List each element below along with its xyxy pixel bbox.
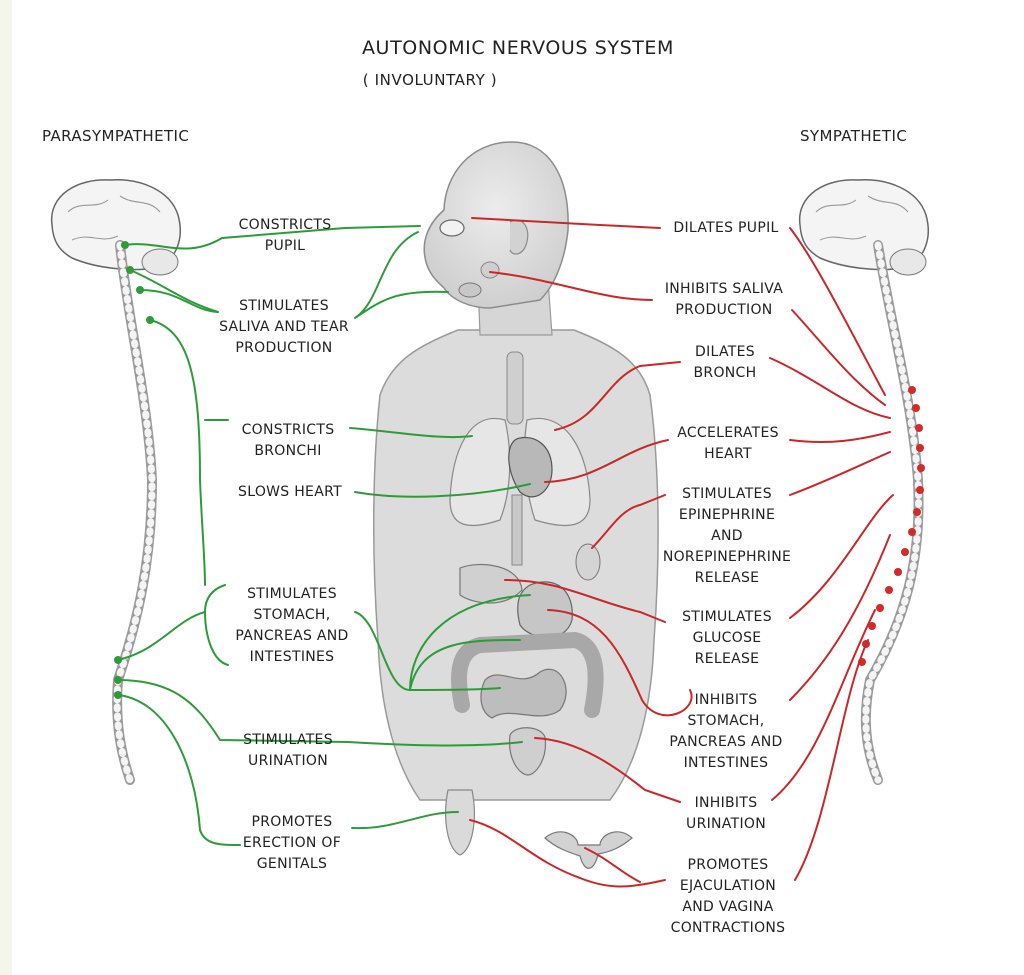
nerve-urination [117, 679, 523, 747]
small-intestine [480, 668, 567, 719]
label-slows-heart: SLOWS HEART [238, 484, 342, 500]
heart [508, 436, 553, 498]
left-cerebellum [141, 248, 179, 276]
label-promotes-ejaculation: PROMOTES EJACULATION AND VAGINA CONTRACT… [670, 857, 786, 936]
nerve-bronch [554, 357, 891, 431]
sympathetic-ganglia [858, 386, 925, 666]
nerve-ejaculation [469, 639, 869, 888]
sympathetic-heading: SYMPATHETIC [800, 127, 908, 145]
bladder [508, 727, 547, 776]
label-constricts-bronchi: CONSTRICTS BRONCHI [241, 422, 335, 459]
nerve-saliva [129, 231, 449, 319]
right-spine-segments [862, 241, 923, 784]
right-brain [799, 179, 929, 271]
right-brain-spine [799, 179, 929, 785]
label-promotes-erection: PROMOTES ERECTION OF GENITALS [242, 814, 342, 872]
right-cerebellum [889, 248, 927, 276]
label-dilates-pupil: DILATES PUPIL [673, 220, 779, 236]
trachea [506, 351, 524, 425]
cheek-gland [480, 261, 500, 279]
stomach [517, 581, 573, 638]
eye [439, 219, 465, 237]
label-stimulates-epinephrine: STIMULATES EPINEPHRINE AND NOREPINEPHRIN… [662, 486, 792, 586]
nerve-bronchi [204, 419, 473, 439]
left-brain-spine [51, 179, 181, 785]
human-figure [372, 141, 659, 869]
label-constricts-pupil: CONSTRICTS PUPIL [238, 217, 332, 254]
label-stimulates-glucose: STIMULATES GLUCOSE RELEASE [682, 609, 772, 667]
parasympathetic-heading: PARASYMPATHETIC [42, 127, 190, 145]
nerve-sacral-stomach [117, 611, 206, 661]
male-genitals [445, 789, 475, 856]
nerve-abdomen-bracket [203, 584, 229, 666]
frame-edge [0, 0, 12, 975]
sympathetic-nerves [469, 217, 894, 888]
label-inhibits-saliva: INHIBITS SALIVA PRODUCTION [664, 281, 784, 318]
label-stimulates-urination: STIMULATES URINATION [243, 732, 333, 769]
nerve-glucose [504, 494, 894, 623]
nerve-heart [354, 483, 531, 498]
adrenal-kidney [575, 543, 601, 581]
nerve-dilate-pupil [471, 217, 886, 396]
right-brain-folds [815, 195, 909, 241]
nerve-stomach-gut [354, 594, 531, 692]
label-accelerates-heart: ACCELERATES HEART [677, 425, 779, 462]
label-dilates-bronch: DILATES BRONCH [693, 344, 757, 381]
nerve-heart-sym [544, 431, 891, 483]
label-inhibits-stomach: INHIBITS STOMACH, PANCREAS AND INTESTINE… [669, 692, 783, 771]
head [423, 141, 569, 309]
left-brain [51, 179, 181, 271]
nerve-urination-sym [534, 609, 876, 803]
left-spine-segments [113, 241, 156, 784]
diagram-subtitle: ( INVOLUNTARY ) [362, 71, 498, 89]
liver [459, 563, 523, 604]
nerve-genitals [117, 694, 459, 846]
esophagus [511, 494, 523, 566]
nerve-brainstem-1 [139, 289, 219, 313]
salivary-gland [458, 282, 482, 298]
label-inhibits-urination: INHIBITS URINATION [686, 795, 766, 832]
nerve-epinephrine [591, 451, 891, 549]
parasympathetic-dots [114, 241, 154, 699]
nerve-uterus [584, 847, 641, 883]
parasympathetic-nerves [117, 225, 531, 846]
diagram-title: AUTONOMIC NERVOUS SYSTEM [361, 37, 675, 59]
nerve-constrict-pupil [124, 225, 421, 250]
nerve-inhibit-saliva [489, 271, 886, 406]
left-brain-folds [67, 195, 161, 241]
large-intestine [451, 631, 604, 718]
nerve-inhibit-stomach [547, 534, 891, 717]
label-stimulates-saliva: STIMULATES SALIVA AND TEAR PRODUCTION [219, 298, 349, 356]
nerve-vagus-trunk [149, 319, 206, 586]
label-stimulates-stomach: STIMULATES STOMACH, PANCREAS AND INTESTI… [235, 586, 349, 665]
